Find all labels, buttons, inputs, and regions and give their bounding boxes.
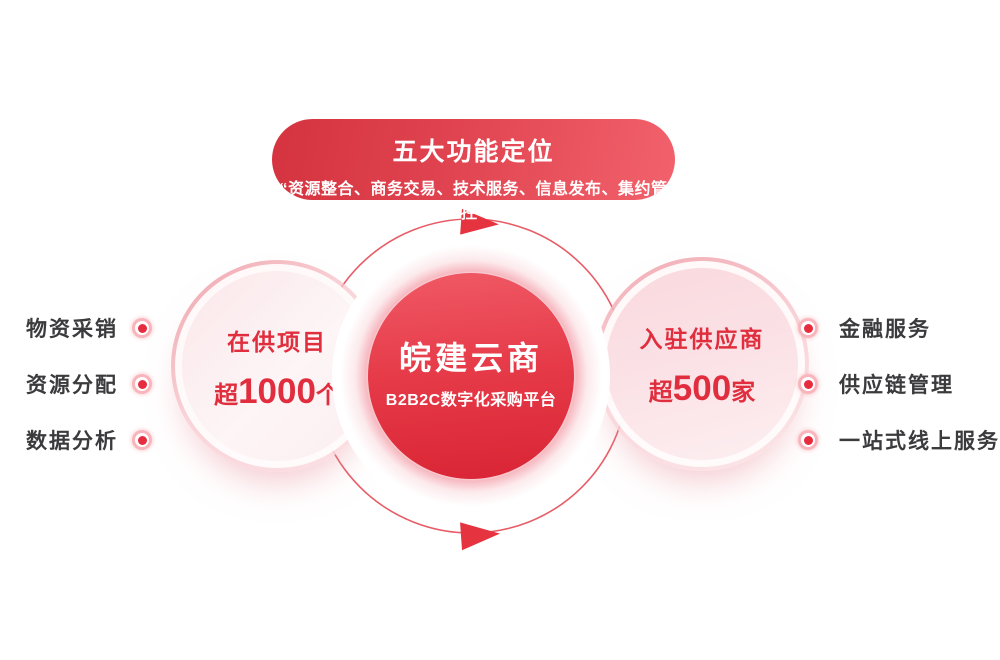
stat-number: 1000	[238, 372, 316, 411]
right-circle-fill: 入驻供应商 超500家	[606, 268, 798, 460]
left-list-item-2: 资源分配	[0, 370, 152, 398]
center-circle-subtitle: B2B2C数字化采购平台	[385, 392, 557, 409]
right-circle-stat: 超500家	[606, 369, 798, 409]
bullet-icon	[798, 318, 818, 338]
feature-label: 资源分配	[26, 374, 118, 397]
right-circle: 入驻供应商 超500家	[595, 257, 809, 471]
stat-number: 500	[672, 369, 732, 408]
feature-label: 一站式线上服务	[839, 430, 1000, 453]
arrow-right-icon-bottom	[460, 522, 500, 551]
stat-prefix: 超	[214, 382, 239, 409]
bullet-icon	[132, 318, 152, 338]
stat-prefix: 超	[648, 379, 673, 406]
feature-label: 物资采销	[26, 318, 118, 341]
banner-title: 五大功能定位	[392, 138, 555, 166]
left-list-item-3: 数据分析	[0, 426, 152, 454]
banner-subtitle: “资源整合、商务交易、技术服务、信息发布、集约管控”	[279, 181, 668, 222]
bullet-icon	[132, 374, 152, 394]
stat-suffix: 家	[731, 379, 756, 406]
left-circle-title: 在供项目	[227, 329, 327, 355]
right-circle-title: 入驻供应商	[639, 326, 765, 352]
feature-label: 供应链管理	[839, 374, 954, 397]
right-list-item-2: 供应链管理	[798, 370, 954, 398]
bullet-icon	[132, 430, 152, 450]
feature-label: 数据分析	[26, 430, 118, 453]
center-circle-title: 皖建云商	[398, 340, 543, 376]
banner: 五大功能定位 “资源整合、商务交易、技术服务、信息发布、集约管控”	[272, 119, 675, 222]
right-list-item-3: 一站式线上服务	[798, 426, 1000, 454]
left-list-item-1: 物资采销	[0, 314, 152, 342]
bullet-icon	[798, 374, 818, 394]
right-list-item-1: 金融服务	[798, 314, 931, 342]
feature-label: 金融服务	[839, 318, 931, 341]
bullet-icon	[798, 430, 818, 450]
center-circle: 皖建云商 B2B2C数字化采购平台	[368, 273, 574, 479]
